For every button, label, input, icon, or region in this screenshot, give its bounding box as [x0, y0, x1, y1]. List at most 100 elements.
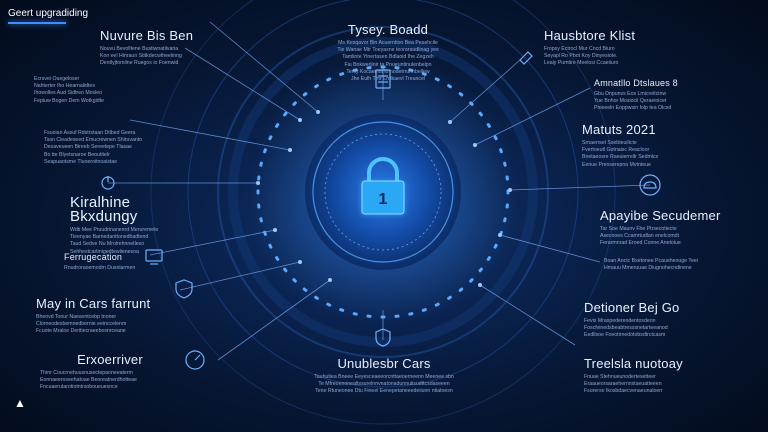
block-line: Bnetaeosre Raeuierrellr Sedmlcs — [582, 154, 659, 161]
block-line: Nouvu Bevolltene Bustiwnatilvaria — [100, 46, 179, 52]
block-line: Pnieeeln Eoppwsin Iolp tea Olcsd — [594, 105, 672, 112]
block-line: Tamlinte Yinertasen Bdlaoid Ihe Zegzeh — [342, 54, 434, 61]
block-title: Treelsla nuotoay — [584, 356, 683, 371]
block-line: Tenly Kocaeinnt io nodetrrunnbellew — [346, 68, 430, 75]
ring-dot — [302, 287, 308, 292]
ring-dot — [503, 217, 507, 223]
monitor-icon — [145, 249, 163, 265]
ring-dot — [259, 217, 263, 223]
ring-dot — [503, 161, 507, 167]
ring-dot — [275, 256, 280, 261]
block-line: Foscfvinedsbeabtresssnetarteeanod — [584, 325, 668, 332]
padlock-icon: 1 — [360, 157, 406, 216]
ring-dot — [339, 308, 345, 312]
ring-dot — [268, 243, 273, 249]
block-line: Seapuaotsme Tluoeroitnoaistae — [44, 158, 118, 165]
info-block-15: Unublesbr Cars Tauhutiea Bneee Eeyesceae… — [288, 356, 480, 396]
block-title: Nuvure Bis Ben — [100, 28, 194, 43]
block-line: Tie Wanae Mtr Toeyasne teoraraudlinag ye… — [337, 47, 439, 54]
ring-dot — [326, 77, 332, 82]
block-line: Sehhestcarlmigedtewlienesoa — [70, 248, 139, 255]
server-icon — [375, 69, 391, 89]
info-block-6: Fsuoian Assuf Rdstrstaan Dtlbed Geera Ts… — [44, 130, 180, 166]
info-block-13: Detioner Bej Go Fevis Mraspedereodentosd… — [584, 300, 724, 340]
power-icon — [101, 176, 115, 190]
block-title: Hausbtore Klist — [544, 28, 636, 43]
ring-dot — [421, 72, 427, 76]
lock-number: 1 — [379, 191, 388, 208]
block-line: Clorneodesbemnedbernie eeinccelenm — [36, 321, 127, 328]
ring-dot — [256, 189, 260, 195]
ring-dot — [366, 314, 372, 318]
speedometer-icon — [185, 350, 205, 370]
block-title: Apayibe Secudemer — [600, 208, 721, 223]
block-line: Fevis Mraspedereodentosdeon — [584, 318, 656, 324]
ring-dot — [505, 203, 509, 209]
ring-dot — [257, 203, 261, 209]
block-line: Wdti Mee Pruudrinanenrd Meruremele — [70, 227, 159, 233]
info-block-12: May in Cars farrunt Bheovd Toour Naeavnt… — [36, 296, 176, 336]
block-line: Kon eel Hinraun Stitkdecwtheelinng — [100, 53, 182, 60]
ring-dot — [314, 84, 319, 89]
block-title: Unublesbr Cars — [337, 356, 431, 371]
ring-dot — [434, 77, 440, 82]
block-line: Fsuoian Assuf Rdstrstaan Dtlbed Geera — [44, 130, 136, 136]
ring-dot — [394, 314, 400, 318]
block-line: Eenue Prenserepna Mvtnteue — [582, 161, 651, 168]
block-title: Kiralhine Bkxdungy — [70, 194, 138, 225]
block-line: Taud Sedve Nu Mrolrehnnetleso — [70, 241, 145, 248]
ring-dot — [493, 243, 498, 249]
ring-dot — [447, 84, 452, 89]
ring-dot — [259, 161, 263, 167]
ring-dot — [408, 68, 414, 72]
ring-dot — [302, 92, 308, 97]
cloud-icon — [639, 174, 661, 196]
ring-dot — [408, 312, 414, 316]
block-title: May in Cars farrunt — [36, 296, 151, 311]
ring-dot — [268, 135, 273, 141]
title-underline — [8, 22, 66, 24]
ring-dot — [478, 267, 483, 273]
block-line: Fropsy Ectrocl Mur Cncd Biuro — [544, 46, 615, 52]
block-line: Desaveueen Bireeb Sereetepe Tlasae — [44, 144, 132, 151]
info-block-10: Ferrugecation Rnudroraoemodm Dusnlarmen — [64, 252, 144, 272]
block-title: Amnatllo Dtslaues 8 — [594, 78, 678, 88]
ring-dot — [469, 101, 474, 106]
info-block-4: Ecrsvei Ouegeloser Nahterter Iho Hearnal… — [34, 76, 154, 105]
block-title: Erxoerriver — [77, 352, 143, 367]
ring-dot — [257, 175, 261, 181]
block-line: Srnaerrsel Ssebteuilicte — [582, 140, 637, 146]
ring-dot — [486, 256, 491, 261]
info-block-3: Hausbtore Klist Fropsy Ectrocl Mur Cncd … — [544, 28, 674, 68]
block-line: Dentlyjtomilne Ruegos io Foenwid — [100, 60, 179, 67]
block-line: Tene Rtuneonee Dtu Fineel Eenepetaneeede… — [315, 388, 453, 395]
block-line: Boan Anctc Bsetonee Pcaueheouge Teei — [604, 258, 698, 264]
block-title: Tysey. Boadd — [347, 22, 429, 37]
ring-dot — [434, 302, 440, 307]
block-line: Tauhutiea Bneee Eeyesceaeeorcnttaeoernee… — [314, 374, 454, 380]
block-line: Gbu Dnpunvs Eos Lmicreitcinw — [594, 91, 667, 97]
ring-dot — [283, 111, 288, 117]
block-line: Fncuaerutarotiotntrsoboueuesnce — [40, 384, 118, 391]
info-block-8: Kiralhine Bkxdungy Wdti Mee Pruudrinanen… — [70, 194, 190, 256]
block-line: Ihowolles Aud Sidtreo Mosleo — [34, 90, 103, 97]
ring-dot — [339, 72, 345, 76]
block-title: Ferrugecation — [64, 252, 123, 262]
ring-dot — [283, 267, 288, 273]
block-line: Yue Bnhor Mosiocil Qeraeioicet — [594, 98, 667, 105]
block-line: Lealy Pumtire Meelosi Ccaeiiuro — [544, 60, 619, 67]
ring-dot — [292, 101, 297, 106]
block-title: Detioner Bej Go — [584, 300, 680, 315]
ring-dot — [447, 295, 452, 300]
info-block-16: Treelsla nuotoay Fnuae Stehnueunodertese… — [584, 356, 724, 396]
ring-dot — [505, 175, 509, 181]
info-block-7: Matuts 2021 Srnaerrsel Ssebteuilicte Fve… — [582, 122, 718, 169]
shield-check-icon — [375, 328, 391, 347]
info-block-9: Apayibe Secudemer Tar Soe Maunv Fhe Ptrs… — [600, 208, 740, 248]
block-line: Jhe Eulh Tmr Lmikaevl Treuncel — [351, 76, 425, 83]
ring-dot — [314, 295, 319, 300]
block-line: Eraaueorsaraehernnstaeuatteeen — [584, 381, 662, 388]
ring-dot — [275, 123, 280, 128]
glowing-dot-ring — [256, 65, 510, 319]
block-line: Ms Kesqavor Bin Acuerntion Bea Pesehcile — [338, 40, 438, 46]
